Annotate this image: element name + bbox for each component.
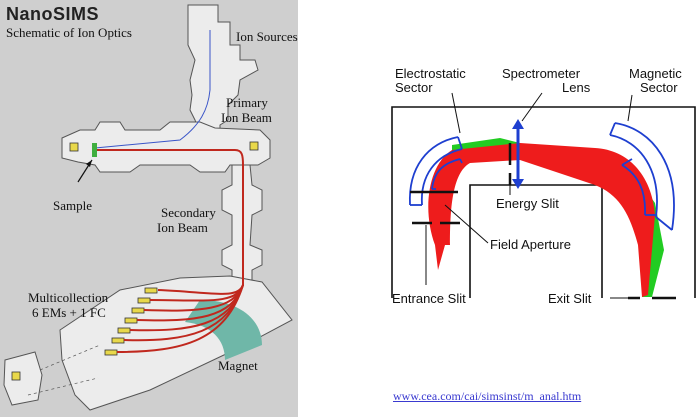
label-primary-line2: Ion Beam xyxy=(221,110,272,125)
label-exit-slit: Exit Slit xyxy=(548,291,592,306)
label-electrostatic-line2: Sector xyxy=(395,80,433,95)
label-magnetic-line1: Magnetic xyxy=(629,66,682,81)
label-secondary-line1: Secondary xyxy=(161,205,216,220)
label-primary-line1: Primary xyxy=(226,95,268,110)
label-electrostatic-line1: Electrostatic xyxy=(395,66,466,81)
label-sample: Sample xyxy=(53,198,92,213)
label-multicollection-line1: Multicollection xyxy=(28,290,109,305)
label-entrance-slit: Entrance Slit xyxy=(392,291,466,306)
label-energy-slit: Energy Slit xyxy=(496,196,559,211)
label-magnet: Magnet xyxy=(218,358,258,373)
label-multicollection-line2: 6 EMs + 1 FC xyxy=(32,305,106,320)
spectrometer-diagram-panel: Electrostatic Sector Spectrometer Lens M… xyxy=(370,55,697,315)
diagram-subtitle: Schematic of Ion Optics xyxy=(6,25,132,40)
nanosims-schematic-drawing xyxy=(3,4,293,411)
diagram-title: NanoSIMS xyxy=(6,4,100,24)
label-spectrometer-line2: Lens xyxy=(562,80,591,95)
nanosims-schematic-panel: NanoSIMS Schematic of Ion Optics Ion Sou… xyxy=(0,0,298,417)
label-ion-sources: Ion Sources xyxy=(236,29,298,44)
label-field-aperture: Field Aperture xyxy=(490,237,571,252)
label-magnetic-line2: Sector xyxy=(640,80,678,95)
source-link[interactable]: www.cea.com/cai/simsinst/m_anal.htm xyxy=(393,389,582,403)
spectrometer-drawing xyxy=(391,92,696,300)
label-spectrometer-line1: Spectrometer xyxy=(502,66,581,81)
label-secondary-line2: Ion Beam xyxy=(157,220,208,235)
